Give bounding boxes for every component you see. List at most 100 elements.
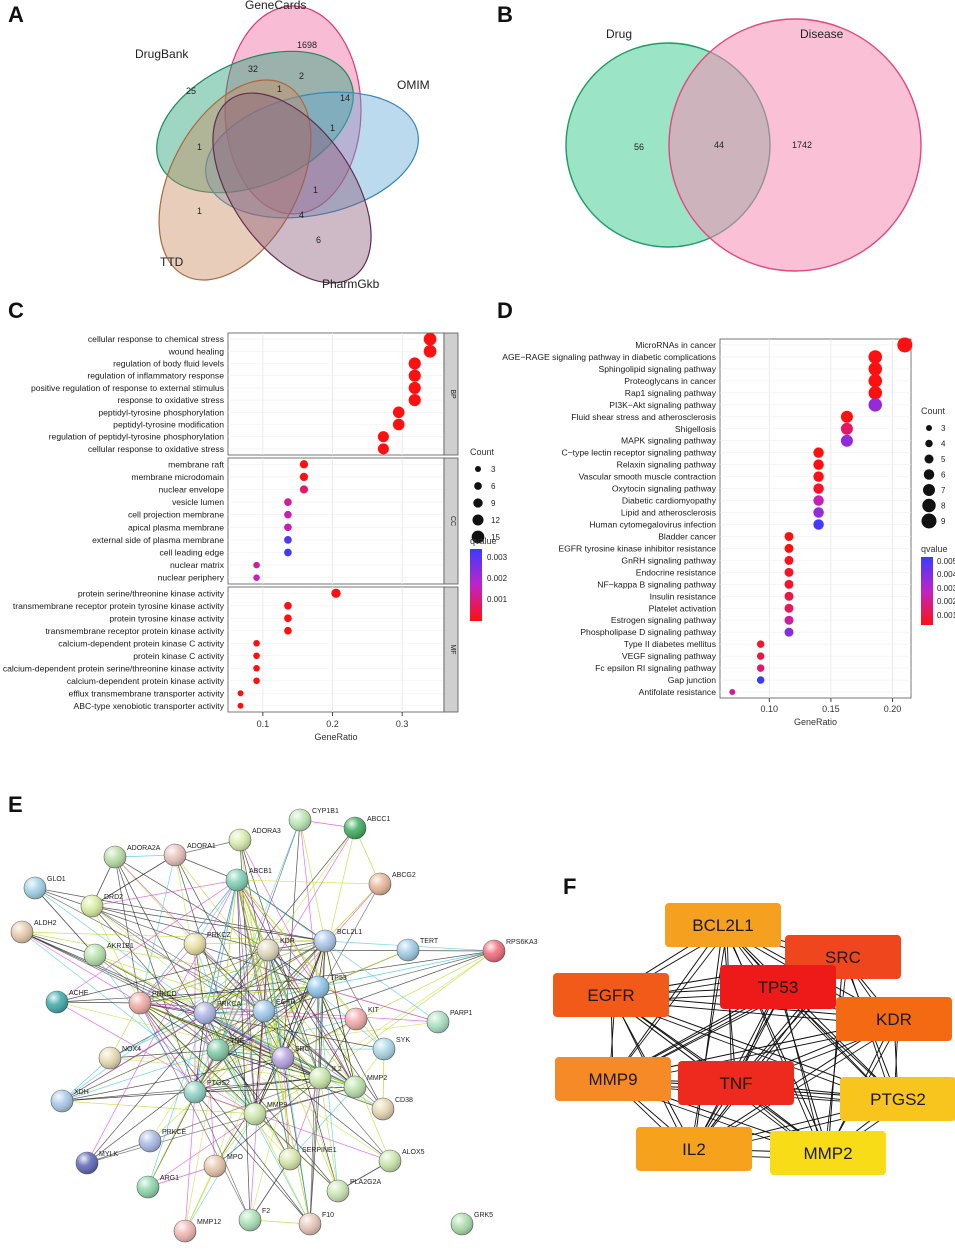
ppi-edge: [204, 1012, 216, 1167]
venn5-count: 14: [340, 93, 350, 103]
ppi-node[interactable]: MMP2: [343, 1075, 387, 1099]
ppi-node[interactable]: CYP1B1: [288, 808, 339, 832]
ppi-node[interactable]: PRKCA: [193, 1001, 241, 1025]
ppi-node[interactable]: MYLK: [75, 1151, 118, 1175]
ppi-node-label: PRKCD: [152, 991, 177, 998]
panel-letter-c: C: [8, 298, 24, 323]
ppi-node-label: PARP1: [450, 1010, 473, 1017]
ppi-node[interactable]: ABCG2: [368, 872, 416, 896]
go-term-label: positive regulation of response to exter…: [31, 383, 224, 393]
ppi-edge: [236, 879, 381, 885]
ppi-node[interactable]: GLO1: [23, 876, 66, 900]
kegg-x-tick-label: 0.20: [884, 704, 902, 714]
ppi-node[interactable]: AKR1B1: [83, 943, 134, 967]
ppi-node[interactable]: PRKCE: [138, 1129, 186, 1153]
ppi-node[interactable]: MMP12: [173, 1219, 221, 1243]
hub-node[interactable]: EGFR: [553, 973, 669, 1017]
ppi-node[interactable]: PRKCZ: [183, 932, 231, 956]
ppi-edge: [263, 950, 495, 1012]
ppi-node[interactable]: ABCC1: [343, 816, 390, 840]
go-facet-strip-label: CC: [449, 516, 456, 526]
hub-node[interactable]: TP53: [720, 965, 836, 1009]
ppi-node[interactable]: PTGS2: [183, 1080, 230, 1104]
ppi-node[interactable]: PRKCD: [128, 991, 177, 1015]
ppi-node[interactable]: MMP9: [243, 1102, 287, 1126]
ppi-node[interactable]: PARP1: [426, 1010, 473, 1034]
kegg-term-label: C−type lectin receptor signaling pathway: [561, 448, 716, 458]
ppi-node[interactable]: ARG1: [136, 1175, 179, 1199]
ppi-node[interactable]: ADORA3: [228, 828, 281, 852]
hub-node-box: [665, 903, 781, 947]
ppi-node[interactable]: NOX4: [98, 1046, 141, 1070]
hub-node[interactable]: TNF: [678, 1061, 794, 1105]
ppi-node[interactable]: BCL2L1: [313, 929, 362, 953]
go-qvalue-tick: 0.001: [487, 595, 508, 604]
ppi-node[interactable]: TNF: [206, 1038, 244, 1062]
go-count-legend-label: 15: [491, 533, 500, 542]
ppi-node[interactable]: PLA2G2A: [326, 1179, 381, 1203]
ppi-node[interactable]: KIT: [344, 1007, 380, 1031]
go-term-label: nuclear periphery: [158, 573, 225, 583]
go-count-legend-label: 6: [491, 482, 496, 491]
ppi-node[interactable]: TERT: [396, 938, 439, 962]
venn5-count: 1: [330, 123, 335, 133]
ppi-node[interactable]: KDR: [256, 938, 295, 962]
ppi-node[interactable]: ALDH2: [10, 920, 57, 944]
ppi-node[interactable]: SERPINE1: [278, 1147, 337, 1171]
hub-node[interactable]: KDR: [836, 997, 952, 1041]
kegg-term-label: VEGF signaling pathway: [622, 651, 717, 661]
ppi-node[interactable]: ADORA1: [163, 843, 216, 867]
kegg-dot: [868, 374, 883, 388]
ppi-edge: [139, 949, 269, 1004]
ppi-node[interactable]: GRK5: [450, 1212, 493, 1236]
kegg-term-label: Oxytocin signaling pathway: [612, 484, 717, 494]
hub-node[interactable]: PTGS2: [840, 1077, 955, 1121]
ppi-node[interactable]: XDH: [50, 1089, 89, 1113]
hub-node-box: [840, 1077, 955, 1121]
ppi-edge: [91, 879, 238, 907]
go-dot: [392, 406, 405, 419]
ppi-node-label: PRKCA: [217, 1001, 241, 1008]
venn5-count: 32: [248, 64, 258, 74]
go-term-label: ABC-type xenobiotic transporter activity: [74, 701, 225, 711]
ppi-node[interactable]: TP53: [306, 975, 347, 999]
hub-node-box: [770, 1131, 886, 1175]
kegg-count-legend-dot: [923, 484, 935, 496]
ppi-node[interactable]: MPO: [203, 1154, 244, 1178]
ppi-node[interactable]: F10: [298, 1212, 334, 1236]
ppi-node[interactable]: F2: [238, 1208, 270, 1232]
hub-node[interactable]: IL2: [636, 1127, 752, 1171]
hub-node[interactable]: BCL2L1: [665, 903, 781, 947]
venn5-count: 4: [299, 210, 304, 220]
ppi-node[interactable]: CD38: [371, 1097, 413, 1121]
ppi-edge: [109, 940, 326, 1059]
ppi-node[interactable]: SRC: [271, 1046, 310, 1070]
kegg-dot: [784, 531, 794, 541]
kegg-term-label: MicroRNAs in cancer: [635, 340, 716, 350]
hub-node[interactable]: MMP9: [555, 1057, 671, 1101]
ppi-edge: [139, 940, 326, 1004]
ppi-node[interactable]: RPS6KA3: [482, 939, 538, 963]
ppi-edge: [147, 1012, 206, 1188]
ppi-node-label: SERPINE1: [302, 1147, 337, 1154]
ppi-node[interactable]: EGFR: [252, 999, 295, 1023]
ppi-edge: [204, 1012, 391, 1162]
ppi-node[interactable]: ABCB1: [225, 868, 272, 892]
ppi-node[interactable]: ADORA2A: [103, 845, 161, 869]
ppi-node[interactable]: SYK: [372, 1037, 410, 1061]
ppi-node-label: MYLK: [99, 1151, 118, 1158]
hub-node[interactable]: MMP2: [770, 1131, 886, 1175]
ppi-node-label: SRC: [295, 1046, 310, 1053]
ppi-node[interactable]: ACHE: [45, 990, 89, 1014]
go-term-label: cell leading edge: [159, 548, 224, 558]
ppi-node[interactable]: ALOX5: [378, 1149, 425, 1173]
ppi-node-label: ABCC1: [367, 816, 390, 823]
venn2-count-right: 1742: [792, 140, 812, 150]
ppi-edge: [194, 1091, 311, 1225]
ppi-node[interactable]: IL2: [308, 1066, 342, 1090]
go-term-label: apical plasma membrane: [128, 522, 224, 532]
kegg-term-label: Diabetic cardiomyopathy: [622, 496, 717, 506]
ppi-node[interactable]: DRD2: [80, 894, 123, 918]
